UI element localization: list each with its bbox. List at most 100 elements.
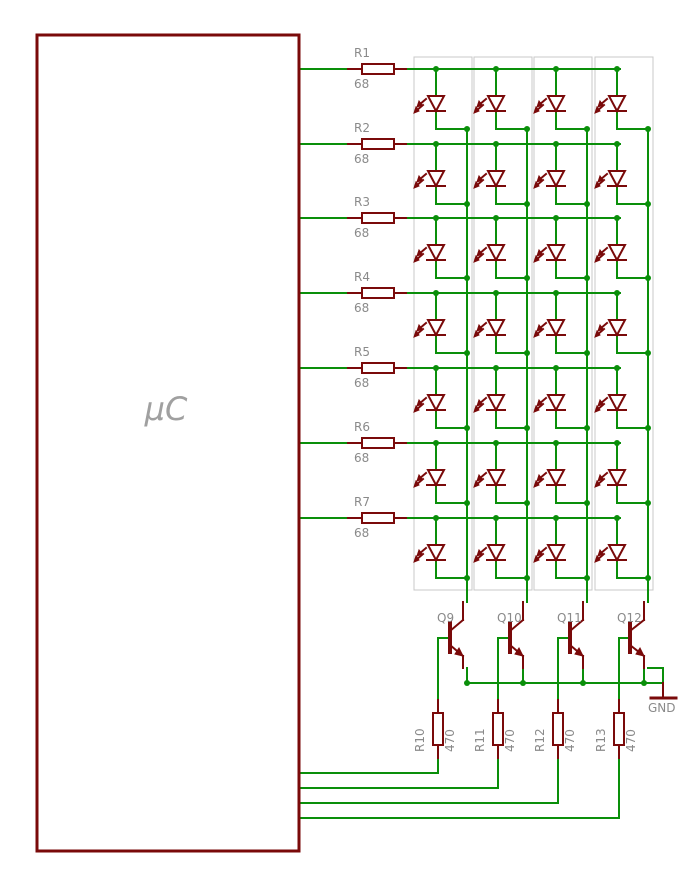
led-arrowhead [536, 473, 543, 482]
transistor [508, 601, 525, 669]
led-arrowhead [536, 548, 543, 557]
led-arrowhead [594, 479, 601, 488]
junction-dot [524, 350, 530, 356]
transistor-label: Q10 [497, 611, 522, 625]
mcu-box [35, 33, 301, 853]
junction-dot [493, 66, 499, 72]
led-arrowhead [476, 99, 483, 108]
junction-dot [614, 66, 620, 72]
junction-dot [520, 680, 526, 686]
junction-dot [641, 680, 647, 686]
junction-dot [553, 365, 559, 371]
junction-dot [553, 440, 559, 446]
led-symbol [413, 394, 446, 413]
junction-dot [584, 575, 590, 581]
row-resistor-value: 68 [354, 451, 369, 465]
led-triangle [607, 95, 627, 114]
junction-dot [433, 66, 439, 72]
led-symbol [473, 95, 506, 114]
led-triangle [546, 394, 566, 413]
junction-dot [464, 350, 470, 356]
led-symbol [594, 170, 627, 189]
led-arrowhead [476, 323, 483, 332]
transistor [568, 601, 585, 669]
led-arrowhead [473, 479, 480, 488]
row-resistor-value: 68 [354, 77, 369, 91]
transistor-arrow [454, 647, 464, 657]
led-arrowhead [536, 174, 543, 183]
row-resistor-name: R6 [354, 420, 370, 434]
junction-dot [645, 350, 651, 356]
led-arrowhead [533, 329, 540, 338]
junction-dot [645, 425, 651, 431]
led-arrowhead [533, 105, 540, 114]
row-resistor-value: 68 [354, 152, 369, 166]
junction-dot [614, 215, 620, 221]
led-triangle [426, 170, 446, 189]
led-triangle [607, 244, 627, 263]
junction-dot [464, 275, 470, 281]
led-symbol [533, 244, 566, 263]
led-arrowhead [416, 323, 423, 332]
led-arrowhead [597, 473, 604, 482]
led-arrowhead [413, 254, 420, 263]
base-resistor-name: R11 [473, 728, 487, 752]
led-triangle [486, 244, 506, 263]
junction-dot [524, 275, 530, 281]
base-resistor-value: 470 [503, 729, 517, 752]
junction-dot [524, 126, 530, 132]
base-resistor-name: R13 [594, 728, 608, 752]
led-arrowhead [473, 105, 480, 114]
led-triangle [546, 319, 566, 338]
control-wire [300, 758, 499, 789]
mcu-label: μC [144, 390, 188, 428]
gnd-label: GND [648, 701, 676, 715]
transistor-arrow [635, 647, 645, 657]
led-arrowhead [473, 404, 480, 413]
led-arrowhead [473, 329, 480, 338]
led-triangle [486, 469, 506, 488]
junction-dot [524, 500, 530, 506]
junction-dot [614, 515, 620, 521]
junction-dot [645, 575, 651, 581]
led-arrowhead [597, 398, 604, 407]
junction-dot [553, 66, 559, 72]
junction-dot [553, 290, 559, 296]
junction-dot [433, 290, 439, 296]
transistor-label: Q12 [617, 611, 642, 625]
junction-dot [645, 201, 651, 207]
led-arrowhead [413, 554, 420, 563]
base-resistor-value: 470 [624, 729, 638, 752]
row-resistor-name: R1 [354, 46, 370, 60]
led-triangle [486, 319, 506, 338]
led-triangle [486, 170, 506, 189]
junction-dot [553, 515, 559, 521]
led-symbol [594, 319, 627, 338]
led-arrowhead [416, 174, 423, 183]
transistor-label: Q9 [437, 611, 454, 625]
led-arrowhead [413, 180, 420, 189]
row-resistor [361, 362, 395, 374]
components [35, 33, 678, 853]
transistor-collector [508, 618, 525, 633]
led-symbol [413, 469, 446, 488]
transistor-arrow [574, 647, 584, 657]
base-wire [557, 637, 570, 700]
row-resistor-name: R7 [354, 495, 370, 509]
junction-dot [584, 350, 590, 356]
led-arrowhead [536, 99, 543, 108]
led-triangle [426, 544, 446, 563]
led-arrowhead [533, 554, 540, 563]
led-triangle [486, 95, 506, 114]
led-arrowhead [533, 180, 540, 189]
junction-dot [584, 275, 590, 281]
led-symbol [413, 319, 446, 338]
row-resistor-value: 68 [354, 226, 369, 240]
junction-dot [433, 141, 439, 147]
led-arrowhead [416, 473, 423, 482]
led-arrowhead [476, 248, 483, 257]
transistor [448, 601, 465, 669]
junction-dot [493, 141, 499, 147]
led-triangle [486, 394, 506, 413]
